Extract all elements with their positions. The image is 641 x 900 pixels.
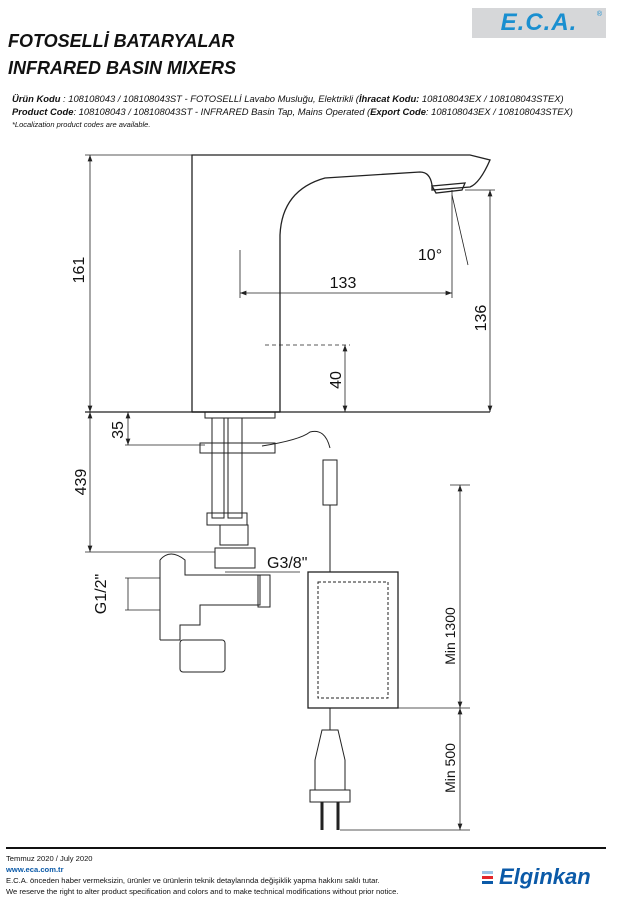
localization-note: *Localization product codes are availabl… (12, 120, 151, 129)
dim-g3-8: G3/8" (267, 555, 307, 572)
dimension-lines (85, 154, 495, 831)
eca-logo: E.C.A. ® (472, 8, 606, 38)
elginkan-logo: Elginkan (482, 864, 591, 890)
disclaimer-en: We reserve the right to alter product sp… (6, 887, 399, 896)
technical-drawing: 161 133 136 10° 40 35 439 G3/8" G1/2" Mi… (71, 154, 495, 831)
power-plug (309, 729, 351, 830)
mounting-parts (159, 411, 331, 673)
dim-35: 35 (110, 421, 127, 439)
dim-g1-2: G1/2" (93, 574, 110, 614)
product-code-tr: Ürün Kodu : 108108043 / 108108043ST - FO… (12, 93, 564, 104)
dim-161: 161 (71, 257, 88, 284)
registered-mark: ® (596, 11, 602, 18)
dim-40: 40 (328, 371, 345, 389)
dim-10-deg: 10° (418, 247, 442, 264)
dim-133: 133 (330, 275, 357, 292)
footer-divider (6, 847, 606, 849)
dim-439: 439 (73, 469, 90, 496)
product-codes: Ürün Kodu : 108108043 / 108108043ST - FO… (12, 92, 573, 131)
footer: Temmuz 2020 / July 2020 www.eca.com.tr E… (6, 853, 398, 897)
title-en: INFRARED BASIN MIXERS (8, 58, 237, 78)
title-tr: FOTOSELLİ BATARYALAR (8, 31, 235, 51)
dim-136: 136 (473, 305, 490, 332)
disclaimer-tr: E.C.A. önceden haber vermeksizin, ürünle… (6, 876, 380, 885)
website-link[interactable]: www.eca.com.tr (6, 865, 64, 874)
dim-min-1300: Min 1300 (442, 607, 458, 665)
dim-min-500: Min 500 (442, 743, 458, 793)
elginkan-bars-icon (482, 869, 493, 886)
power-supply-box (307, 571, 399, 709)
logo-text: E.C.A. (500, 9, 578, 36)
footer-date: Temmuz 2020 / July 2020 (6, 854, 93, 863)
product-code-en: Product Code: 108108043 / 108108043ST - … (12, 106, 573, 117)
cable (322, 459, 338, 730)
